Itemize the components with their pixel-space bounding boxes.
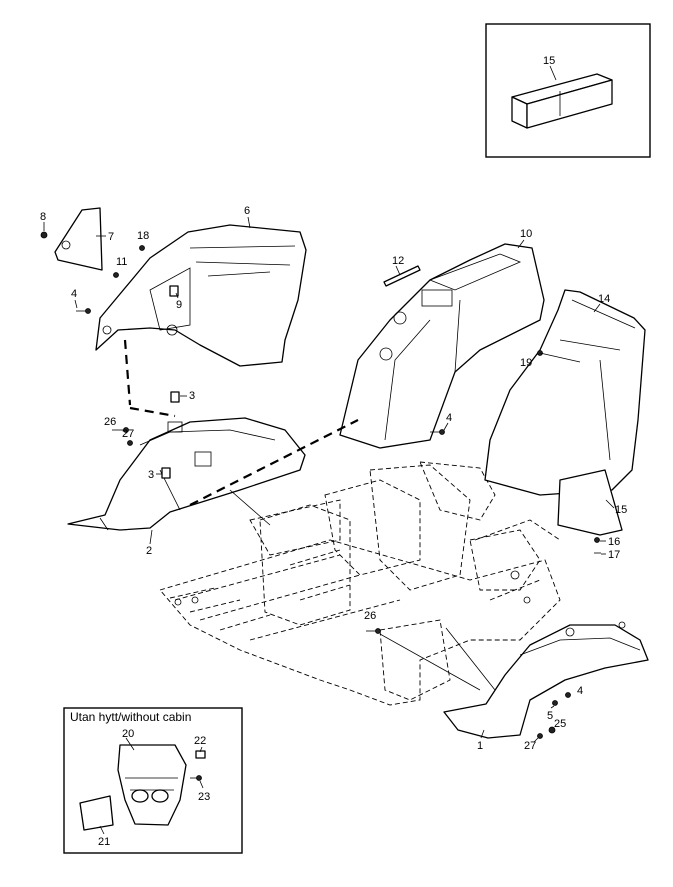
inset-kit: 15 — [485, 23, 651, 158]
part-7-bracket — [54, 207, 103, 271]
inset-cabin: Utan hytt/without cabin 20 22 23 21 — [63, 707, 243, 854]
part-9-clip — [169, 285, 179, 297]
callout-2: 2 — [146, 545, 152, 557]
callout-3a: 3 — [189, 390, 195, 402]
part-27-nut-left — [127, 440, 133, 446]
part-18-screw — [139, 245, 145, 251]
part-11-washer — [113, 272, 119, 278]
callout-4a: 4 — [71, 288, 77, 300]
callout-17: 17 — [608, 549, 620, 561]
part-5-washer — [552, 700, 558, 706]
part-16-washer — [594, 537, 600, 543]
part-10-console — [339, 243, 545, 449]
part-23-screw — [190, 775, 202, 781]
part-4b-screw — [430, 429, 445, 435]
callout-26b: 26 — [364, 610, 376, 622]
part-22-clip — [195, 750, 206, 759]
chassis-frame-outline — [159, 461, 561, 706]
callout-18: 18 — [137, 230, 149, 242]
callout-19: 19 — [520, 357, 532, 369]
callout-1: 1 — [477, 740, 483, 752]
callout-12: 12 — [392, 255, 404, 267]
callouts: 8 7 18 6 11 9 4 3 26 27 3 2 12 10 4 14 1… — [40, 205, 627, 752]
callout-21: 21 — [98, 836, 110, 848]
callout-9: 9 — [176, 299, 182, 311]
callout-27b: 27 — [524, 740, 536, 752]
part-4c-screw — [565, 692, 571, 698]
part-4a-screw — [76, 308, 91, 314]
callout-23: 23 — [198, 791, 210, 803]
callout-8: 8 — [40, 211, 46, 223]
assembly-lines — [123, 339, 581, 691]
part-21-panel — [79, 795, 114, 831]
callout-20: 20 — [122, 728, 134, 740]
part-1-right-fender — [443, 621, 649, 739]
callout-15: 15 — [615, 504, 627, 516]
part-3-clip-upper — [170, 391, 180, 403]
part-3-clip-lower — [161, 467, 171, 479]
callout-11: 11 — [116, 256, 127, 268]
part-6-left-fender — [95, 224, 307, 367]
part-15-flap — [557, 469, 623, 536]
inset-cabin-title: Utan hytt/without cabin — [70, 710, 191, 724]
callout-15-kit: 15 — [543, 55, 555, 67]
callout-6: 6 — [244, 205, 250, 217]
part-14-right-panel — [484, 289, 646, 496]
part-26-bolt-left — [112, 427, 129, 433]
callout-16: 16 — [608, 536, 620, 548]
part-20-hood — [117, 744, 187, 826]
callout-10: 10 — [520, 228, 532, 240]
part-26-bolt-right — [366, 628, 381, 634]
callout-7: 7 — [108, 231, 114, 243]
part-25-nut — [548, 726, 556, 734]
part-2-inner-fender — [67, 417, 306, 531]
callout-25: 25 — [554, 718, 566, 730]
callout-27a: 27 — [122, 428, 134, 440]
part-15-block — [511, 73, 613, 129]
callout-3b: 3 — [148, 469, 154, 481]
part-12-strip — [383, 265, 421, 287]
inset-cabin-frame — [63, 707, 243, 854]
callout-4c: 4 — [577, 685, 583, 697]
inset-kit-frame — [485, 23, 651, 158]
callout-4b: 4 — [446, 412, 452, 424]
callout-22: 22 — [194, 735, 206, 747]
callout-26a: 26 — [104, 416, 116, 428]
callout-14: 14 — [598, 293, 610, 305]
part-27-nut-right — [537, 733, 543, 739]
callout-5: 5 — [547, 710, 553, 722]
part-8-bolt — [40, 231, 48, 239]
